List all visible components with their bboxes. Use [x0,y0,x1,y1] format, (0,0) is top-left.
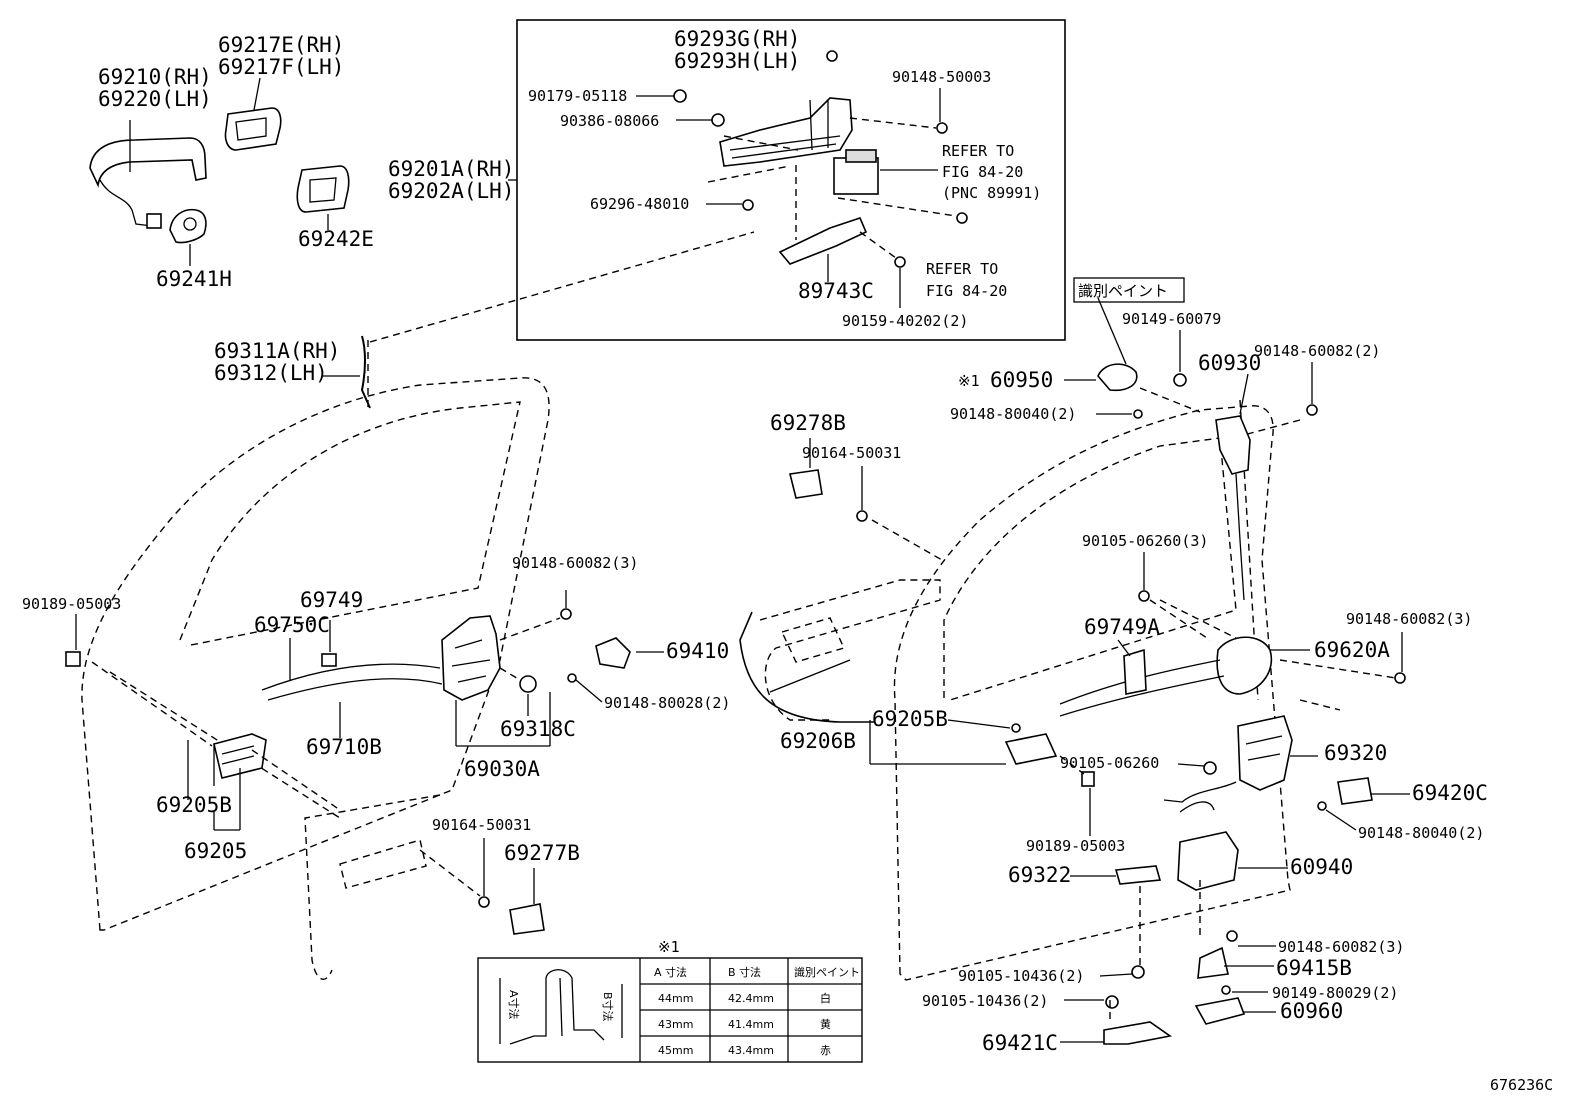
label-69206b: 69206B [780,729,856,753]
label-69710b: 69710B [306,735,382,759]
label-90149-80029: 90149-80029(2) [1272,984,1398,1002]
label-89743c: 89743C [798,279,874,303]
label-69217e: 69217E(RH) [218,33,344,57]
label-60940: 60940 [1290,855,1353,879]
label-90148-80028: 90148-80028(2) [604,694,730,712]
label-90179-05118: 90179-05118 [528,87,627,105]
paint-id-box [1073,277,1185,303]
label-69242e: 69242E [298,227,374,251]
label-69749a: 69749A [1084,615,1160,639]
outside-handle-69210 [89,137,207,229]
label-90105-10436-a: 90105-10436(2) [958,967,1084,985]
label-note-1: ※1 [958,372,980,390]
label-69420c: 69420C [1412,781,1488,805]
label-90164-50031-b: 90164-50031 [432,816,531,834]
right-leader-lines [869,297,1410,1043]
label-69296-48010: 69296-48010 [590,195,689,213]
table-side-a: A寸法 [507,990,521,1020]
left-door-outline [81,231,755,980]
label-60950: 60950 [990,368,1053,392]
label-90189-05003-a: 90189-05003 [22,595,121,613]
label-90164-50031-a: 90164-50031 [802,444,901,462]
label-69277b: 69277B [504,841,580,865]
label-69210: 69210(RH) [98,65,212,89]
table-cell: 44mm [658,992,693,1005]
label-69312: 69312(LH) [214,361,328,385]
handle-frame-assembly [673,50,968,268]
table-side-b: B寸法 [601,992,615,1022]
label-69750c: 69750C [254,613,330,637]
label-90148-60082-2: 90148-60082(2) [1254,342,1380,360]
label-90189-05003-b: 90189-05003 [1026,837,1125,855]
catalog-id: 676236C [1490,1076,1553,1094]
label-69278b: 69278B [770,411,846,435]
left-leader-lines [75,77,664,904]
label-90149-60079: 90149-60079 [1122,310,1221,328]
label-69311a: 69311A(RH) [214,339,340,363]
label-90386-08066: 90386-08066 [560,112,659,130]
label-69205b-left: 69205B [156,793,232,817]
table-cell: 白 [820,991,831,1005]
label-69205: 69205 [184,839,247,863]
label-69202a: 69202A(LH) [388,179,514,203]
handle-cover-69217 [224,107,282,151]
label-90105-06260-3: 90105-06260(3) [1082,532,1208,550]
table-cell: 45mm [658,1044,693,1057]
label-69415b: 69415B [1276,956,1352,980]
table-cell: 42.4mm [728,992,774,1005]
pad-69241h [169,208,207,244]
label-69318c: 69318C [500,717,576,741]
label-69217f: 69217F(LH) [218,55,344,79]
table-cell: 41.4mm [728,1018,774,1031]
label-60960: 60960 [1280,999,1343,1023]
left-lock-assembly [65,608,631,935]
label-69620a: 69620A [1314,638,1390,662]
table-header-paint: 識別ペイント [794,966,860,979]
label-refer-2b: FIG 84-20 [926,282,1007,300]
label-90148-60082-3-a: 90148-60082(3) [512,554,638,572]
table-header-a: A 寸法 [654,965,687,979]
label-refer-2a: REFER TO [926,260,998,278]
label-90148-60082-3-c: 90148-60082(3) [1278,938,1404,956]
label-69749: 69749 [300,588,363,612]
label-69410: 69410 [666,639,729,663]
table-title: ※1 [658,938,680,956]
label-69320: 69320 [1324,741,1387,765]
center-parts [739,438,943,723]
label-69421c: 69421C [982,1031,1058,1055]
dimension-table [477,957,863,1063]
label-90159-40202: 90159-40202(2) [842,312,968,330]
label-69293h: 69293H(LH) [674,49,800,73]
table-cell: 赤 [820,1044,831,1057]
table-header-b: B 寸法 [728,965,761,979]
label-69293g: 69293G(RH) [674,27,800,51]
right-lock-assembly [1004,363,1406,1045]
label-69241h: 69241H [156,267,232,291]
label-69030a: 69030A [464,757,540,781]
label-69201a: 69201A(RH) [388,157,514,181]
label-refer-1b: FIG 84-20 [942,163,1023,181]
label-60930: 60930 [1198,351,1261,375]
label-90105-10436-b: 90105-10436(2) [922,992,1048,1010]
label-90148-80040-2: 90148-80040(2) [950,405,1076,423]
label-69205b-right: 69205B [872,707,948,731]
label-90148-50003: 90148-50003 [892,68,991,86]
box-leader-lines [508,88,957,308]
label-refer-1a: REFER TO [942,142,1014,160]
table-cell: 黄 [820,1017,831,1031]
table-cell: 43.4mm [728,1044,774,1057]
label-90105-06260: 90105-06260 [1060,754,1159,772]
label-69322: 69322 [1008,863,1071,887]
label-90148-80040-2-b: 90148-80040(2) [1358,824,1484,842]
pad-69242e [296,165,350,213]
label-refer-1c: (PNC 89991) [942,184,1041,202]
label-69220: 69220(LH) [98,87,212,111]
label-90148-60082-3-b: 90148-60082(3) [1346,610,1472,628]
table-cell: 43mm [658,1018,693,1031]
label-paint-box: 識別ペイント [1078,282,1168,300]
